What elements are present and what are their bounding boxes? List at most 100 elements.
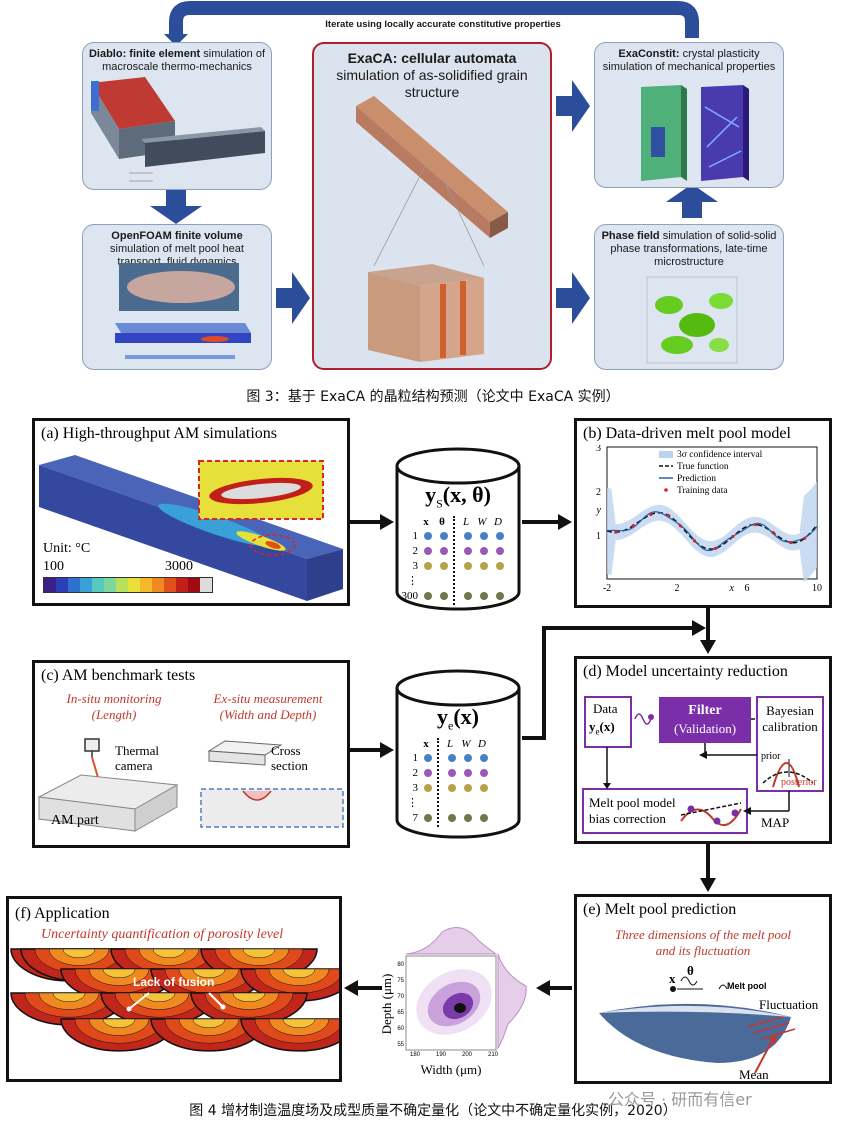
colorbar-unit: Unit: °C bbox=[43, 541, 91, 556]
table-row: ⋮ bbox=[398, 795, 518, 810]
right-arrow-phasefield bbox=[572, 272, 590, 324]
row-index: 3 bbox=[412, 781, 419, 794]
kde-ytick: 75 bbox=[397, 978, 404, 984]
panel-b-title: (b) Data-driven melt pool model bbox=[583, 425, 791, 442]
melt-track-arc bbox=[52, 992, 86, 1003]
db2-label: ye(x) bbox=[437, 704, 479, 733]
uncertainty-flow bbox=[582, 696, 824, 834]
table-dot bbox=[448, 768, 456, 777]
colorbar-swatch bbox=[152, 578, 164, 592]
colorbar-swatch bbox=[164, 578, 176, 592]
right-arrow-exaca bbox=[292, 272, 310, 324]
table-dot bbox=[424, 546, 432, 555]
table-dot bbox=[464, 531, 472, 540]
x-tick-label: 2 bbox=[675, 583, 680, 594]
legend-label: 3σ confidence interval bbox=[677, 449, 763, 460]
e-subtitle-1: Three dimensions of the melt pool bbox=[614, 927, 792, 942]
melt-track-arc bbox=[192, 968, 226, 979]
panel-a-title: (a) High-throughput AM simulations bbox=[41, 425, 277, 442]
table-header: D bbox=[478, 738, 486, 750]
data-label: Data bbox=[593, 701, 618, 716]
f-subtitle: Uncertainty quantification of porosity l… bbox=[41, 927, 284, 942]
table-header: x bbox=[423, 516, 429, 528]
table-dot bbox=[496, 531, 504, 540]
kde-ytick: 65 bbox=[397, 1010, 404, 1016]
iterate-loop-arrow bbox=[169, 1, 699, 38]
exaca-panel: ExaCA: cellular automata simulation of a… bbox=[312, 42, 552, 370]
kde-ytick: 60 bbox=[397, 1026, 404, 1032]
colorbar-swatch bbox=[200, 578, 212, 592]
calibration-label: calibration bbox=[762, 719, 818, 734]
prediction-line bbox=[606, 511, 818, 552]
table-dot bbox=[496, 546, 504, 555]
row-index: ⋮ bbox=[407, 797, 418, 809]
colorbar-swatch bbox=[68, 578, 80, 592]
legend-label: True function bbox=[677, 461, 729, 472]
table-dot bbox=[448, 753, 456, 762]
bayesian-label: Bayesian bbox=[766, 703, 814, 718]
row-index: 1 bbox=[412, 529, 419, 542]
melt-track-arc bbox=[282, 968, 316, 979]
legend-label: Training data bbox=[677, 486, 728, 496]
table-dot bbox=[464, 768, 472, 777]
table-dot bbox=[464, 753, 472, 762]
table-dot bbox=[424, 531, 432, 540]
table-dot bbox=[440, 546, 448, 555]
melt-track-arc bbox=[62, 948, 96, 959]
training-point bbox=[789, 540, 793, 545]
e-theta-label: θ bbox=[687, 963, 694, 978]
e-meltpool-label: Melt pool bbox=[727, 981, 767, 991]
table-header: L bbox=[462, 516, 470, 528]
row-index: 300 bbox=[401, 589, 419, 602]
right-arrow-exaconstit bbox=[572, 80, 590, 132]
table-header: x bbox=[423, 738, 429, 750]
melt-track-arc bbox=[192, 1018, 226, 1029]
colorbar-swatch bbox=[188, 578, 200, 592]
panel-f: (f) Application Uncertainty quantificati… bbox=[6, 896, 342, 1082]
fig3-arrows bbox=[150, 1, 718, 324]
lack-of-fusion-arrow bbox=[208, 992, 224, 1008]
table-dot bbox=[448, 783, 456, 792]
melt-track-arc bbox=[282, 1018, 316, 1029]
lack-of-fusion-arrowhead bbox=[220, 1004, 226, 1010]
panel-e-title: (e) Melt pool prediction bbox=[583, 901, 737, 918]
legend-label: Prediction bbox=[677, 474, 716, 484]
phasefield-image bbox=[646, 276, 738, 364]
fig4-arrows bbox=[344, 514, 716, 996]
table-header: W bbox=[477, 516, 487, 528]
training-point bbox=[713, 546, 718, 550]
table-dot bbox=[464, 813, 472, 822]
x-tick-label: 10 bbox=[812, 583, 822, 594]
colorbar-swatch bbox=[56, 578, 68, 592]
table-row: 300 bbox=[398, 588, 518, 603]
panel-d-title: (d) Model uncertainty reduction bbox=[583, 663, 788, 680]
table-dot bbox=[480, 783, 488, 792]
benchmark-image bbox=[37, 738, 344, 832]
openfoam-image bbox=[115, 263, 251, 359]
legend-swatch bbox=[659, 451, 673, 458]
phasefield-title: Phase field simulation of solid-solid ph… bbox=[601, 230, 777, 268]
table-dot bbox=[424, 813, 432, 822]
y-tick-label: 2 bbox=[596, 487, 601, 498]
table-row: 3 bbox=[398, 558, 518, 573]
table-header: L bbox=[446, 738, 454, 750]
melt-pool-image bbox=[599, 976, 796, 1074]
table-dot bbox=[480, 546, 488, 555]
prior-label: prior bbox=[761, 751, 781, 762]
table-dot bbox=[480, 768, 488, 777]
table-row: 2 bbox=[398, 543, 518, 558]
map-label: MAP bbox=[761, 815, 790, 830]
insitu-sub: (Length) bbox=[91, 707, 137, 722]
bias-label-1: Melt pool model bbox=[589, 795, 676, 810]
melt-track-arc bbox=[232, 992, 266, 1003]
exaconstit-title: ExaConstit: crystal plasticity simulatio… bbox=[602, 48, 776, 73]
training-point bbox=[692, 539, 697, 543]
true-function-line bbox=[606, 511, 818, 550]
exsitu-label: Ex-situ measurement bbox=[213, 691, 323, 706]
e-subtitle-2: and its fluctuation bbox=[655, 943, 751, 958]
database-cylinder bbox=[395, 447, 521, 611]
table-row: 3 bbox=[398, 780, 518, 795]
